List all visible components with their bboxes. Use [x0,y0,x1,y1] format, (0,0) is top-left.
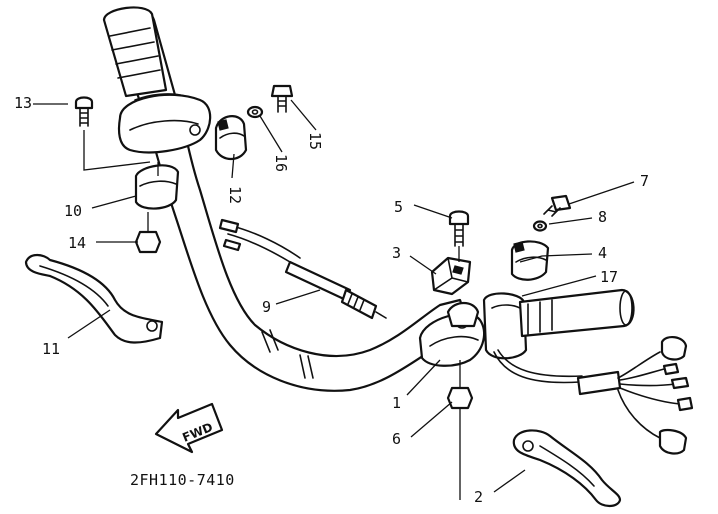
callout-3: 3 [392,244,401,262]
bracket-10 [134,162,180,210]
throttle-cable [493,349,583,384]
callout-leaders [33,99,635,493]
washer-16 [246,105,264,119]
lever-2 [512,429,622,508]
callout-17: 17 [600,268,618,286]
callout-16: 16 [272,154,290,172]
callout-9: 9 [262,298,271,316]
callout-11: 11 [42,340,60,358]
callout-15: 15 [306,132,324,150]
nut-14 [134,212,162,254]
callout-8: 8 [598,208,607,226]
left-lever-holder [117,93,212,154]
callout-12: 12 [226,186,244,204]
callout-labels: 1 2 3 4 5 6 7 8 9 10 11 12 13 14 15 16 1… [14,94,649,506]
bolt-5 [448,210,470,262]
throttle-grip-17 [482,288,635,360]
callout-6: 6 [392,430,401,448]
fwd-arrow-icon: FWD [154,402,224,454]
clamp-3 [430,256,472,296]
screw-15 [270,84,294,113]
callout-14: 14 [68,234,86,252]
washer-8 [532,220,548,232]
callout-2: 2 [474,488,483,506]
left-grip [102,6,168,98]
callout-10: 10 [64,202,82,220]
switch-wires [576,336,694,455]
bolt-13 [74,96,151,171]
nut-6 [446,360,474,500]
drawing-code: 2FH110-7410 [130,471,235,489]
callout-5: 5 [394,198,403,216]
lever-11 [24,253,164,344]
clamp-12 [214,115,248,161]
callout-1: 1 [392,394,401,412]
callout-13: 13 [14,94,32,112]
callout-4: 4 [598,244,607,262]
wire-harness-9 [218,218,387,320]
holder-1 [418,301,486,367]
clamp-4 [510,240,550,281]
callout-7: 7 [640,172,649,190]
screw-7 [543,194,572,217]
